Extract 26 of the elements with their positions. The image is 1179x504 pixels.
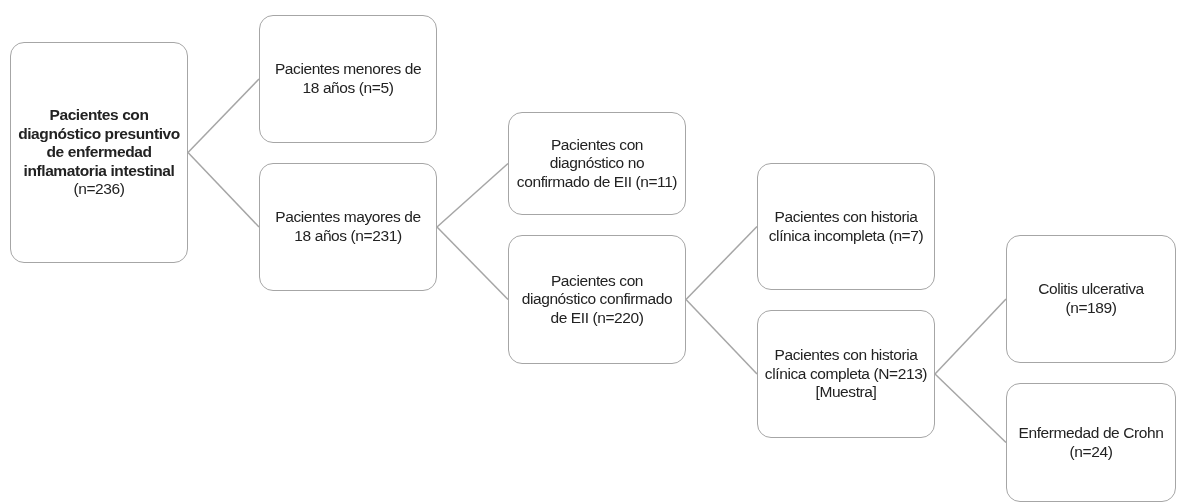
connector-line [187, 78, 260, 154]
process-box [1006, 235, 1176, 363]
connector-line [934, 373, 1007, 444]
process-box [508, 112, 686, 215]
box-text: Pacientes con diagnóstico presuntivo de enfermedad inflamatoria intestinal (n=236) [17, 106, 181, 199]
process-box [757, 310, 935, 438]
process-box [259, 15, 437, 143]
process-box [259, 163, 437, 291]
connector-line [187, 151, 260, 228]
box-text: Pacientes con diagnóstico confirmado de EII (n=220) [520, 271, 674, 328]
box-text: Colitis ulcerativa (n=189) [1037, 280, 1145, 318]
connector-line [436, 226, 509, 301]
box-text: Enfermedad de Crohn (n=24) [1017, 423, 1165, 462]
process-box [508, 235, 686, 364]
connector-line [685, 225, 758, 301]
box-text: Pacientes con historia clínica incompleta (n=7) [767, 207, 925, 246]
box-text: Pacientes con historia clínica completa (N=213) [Muestra] [764, 346, 928, 402]
box-text: Pacientes mayores de 18 años (n=231) [274, 208, 422, 246]
connector-line [685, 298, 758, 375]
connector-line [934, 298, 1007, 375]
box-text: Pacientes menores de 18 años (n=5) [273, 60, 423, 98]
process-box [1006, 383, 1176, 502]
process-box [10, 42, 188, 263]
process-box [757, 163, 935, 290]
box-text: Pacientes con diagnóstico no confirmado de EII (n=11) [515, 135, 679, 192]
connector-line [436, 162, 509, 228]
